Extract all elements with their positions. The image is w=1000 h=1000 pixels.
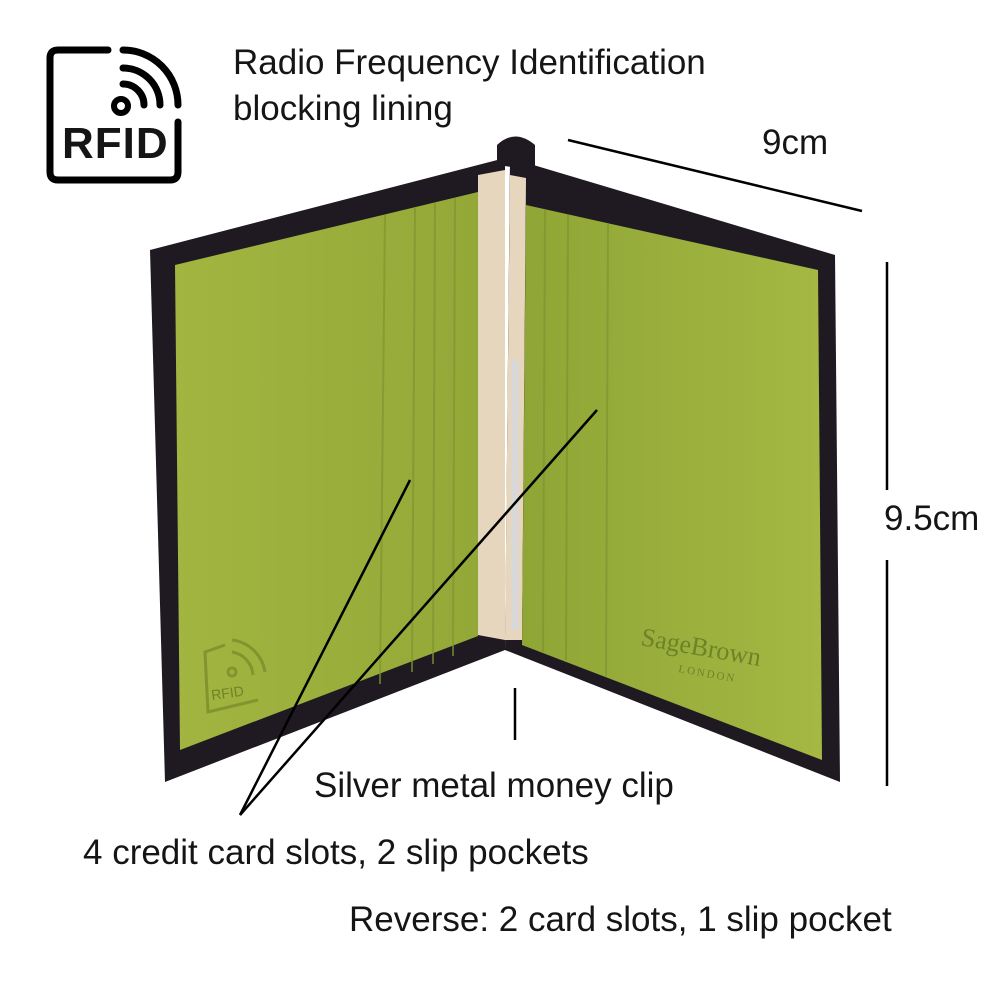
width-dimension: 9cm <box>762 123 829 162</box>
callout-lines <box>238 138 889 816</box>
left-panel-lining <box>175 192 478 750</box>
embossed-rfid-text: RFID <box>210 683 245 703</box>
rfid-description-line1: Radio Frequency Identification <box>233 43 706 82</box>
spine <box>497 136 535 170</box>
height-dimension: 9.5cm <box>884 499 980 538</box>
card-slots-label: 4 credit card slots, 2 slip pockets <box>83 833 589 872</box>
embossed-rfid-icon <box>203 638 267 714</box>
reverse-label: Reverse: 2 card slots, 1 slip pocket <box>349 900 892 939</box>
right-panel-lining <box>522 205 822 760</box>
rfid-description-line2: blocking lining <box>233 89 453 128</box>
rfid-logo-text: RFID <box>62 119 169 168</box>
money-clip-label: Silver metal money clip <box>314 766 674 805</box>
rfid-logo-icon <box>46 46 182 184</box>
